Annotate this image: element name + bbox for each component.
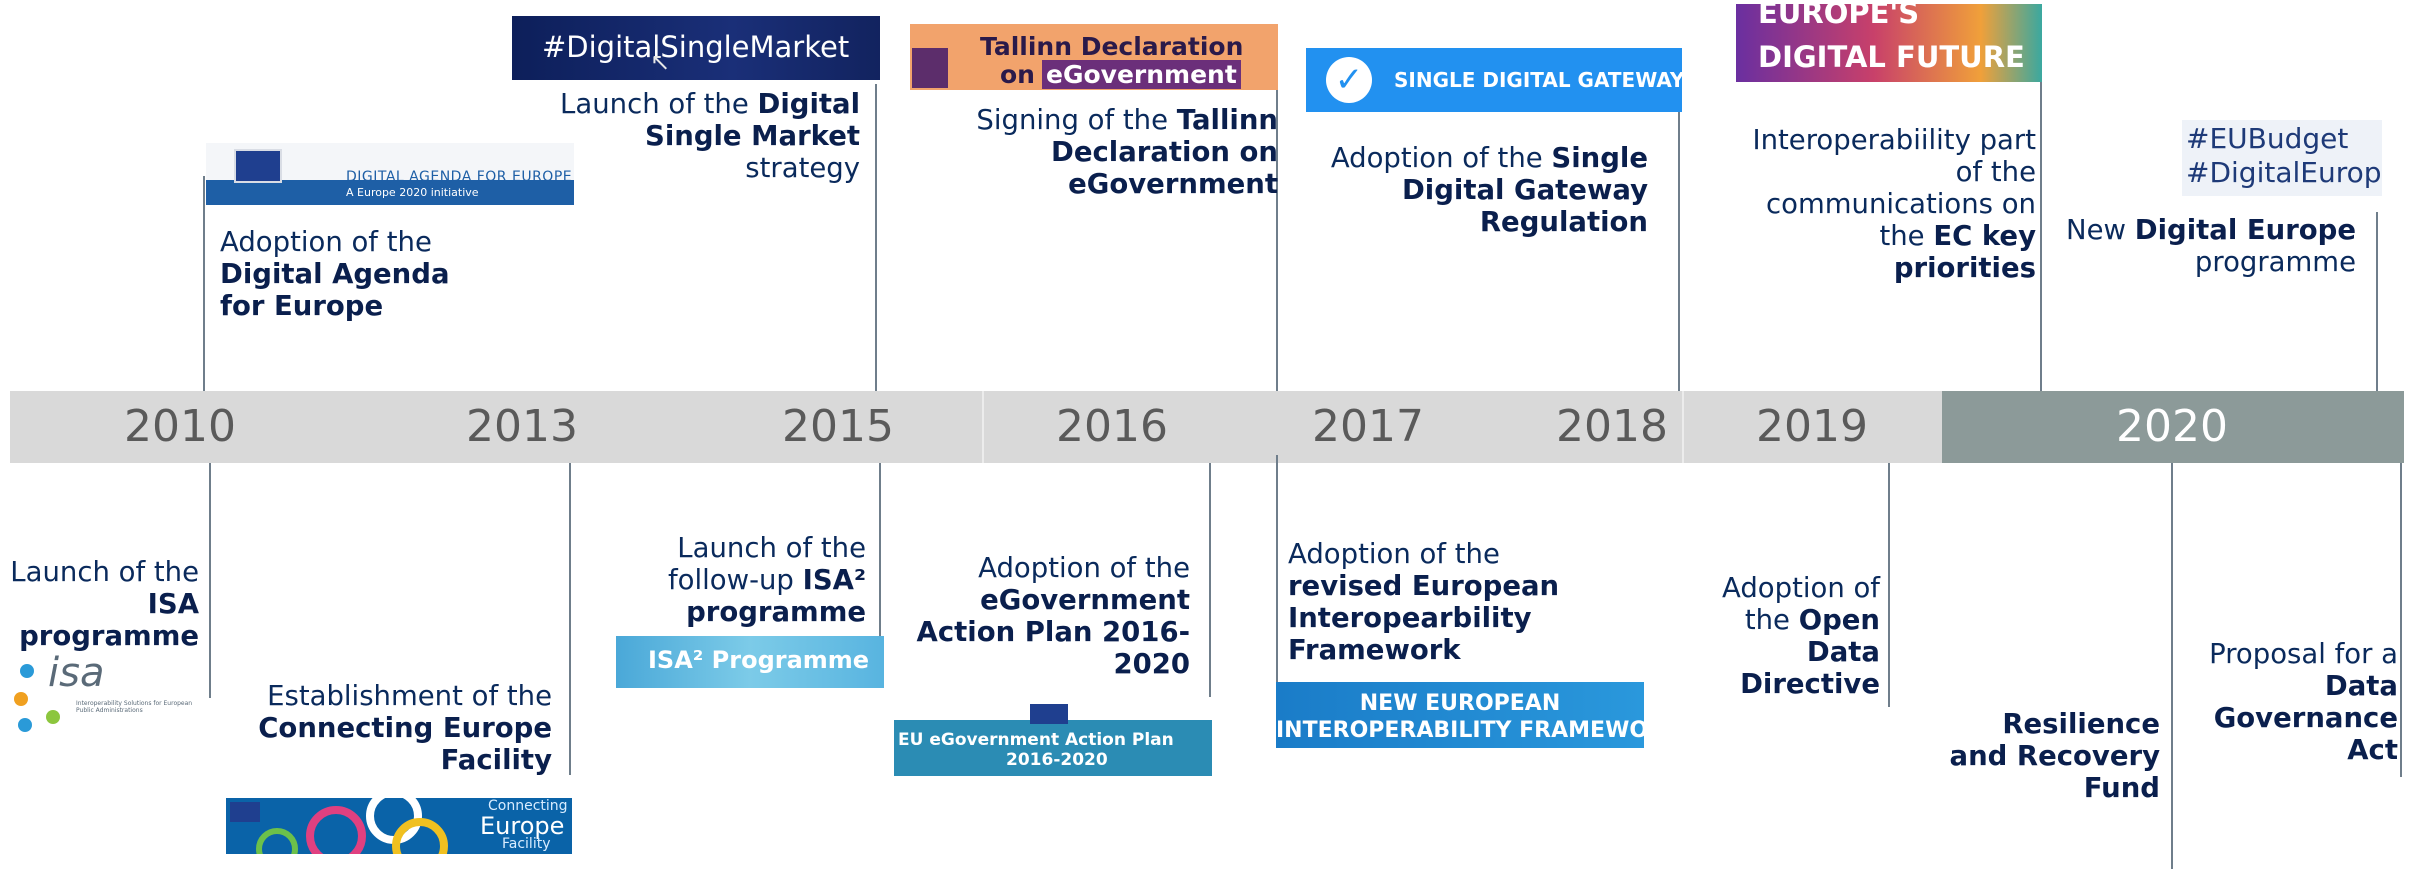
connector-line: [2171, 463, 2173, 869]
eubudget-hashtag: #EUBudget: [2186, 122, 2349, 155]
circle-decoration: [306, 806, 366, 854]
year-2017: 2017: [1312, 401, 1424, 452]
egovernment-action-plan-logo: EU eGovernment Action Plan 2016-2020: [894, 700, 1212, 776]
cef-title-line3: Facility: [502, 836, 551, 852]
eif-title-line1: NEW EUROPEAN: [1359, 691, 1561, 716]
tallinn-declaration-logo: Tallinn Declaration on eGovernment: [910, 24, 1278, 90]
year-2013: 2013: [466, 401, 578, 452]
eif-title-line2: INTEROPERABILITY FRAMEWORK: [1276, 718, 1644, 743]
network-dot-icon: [18, 718, 32, 732]
connector-line: [1209, 463, 1211, 697]
eu-flag-icon: [230, 802, 260, 822]
tallinn-title-line2a: on: [1000, 60, 1035, 89]
year-2018: 2018: [1556, 401, 1668, 452]
network-dot-icon: [14, 692, 28, 706]
isa2-programme-logo: ISA² Programme: [616, 636, 884, 688]
event-single-digital-gateway: Adoption of the Single Digital Gateway R…: [1330, 142, 1648, 238]
connector-line: [569, 463, 571, 775]
event-tallinn-declaration: Signing of the Tallinn Declaration on eG…: [976, 104, 1278, 200]
isa2-title: ISA² Programme: [648, 646, 870, 674]
connector-line: [1276, 455, 1278, 682]
edf-title-line1: EUROPE'S: [1758, 4, 1920, 30]
connector-line: [1888, 463, 1890, 707]
connector-line: [2400, 463, 2402, 777]
year-2016: 2016: [1056, 401, 1168, 452]
connector-line: [203, 176, 205, 391]
year-2015: 2015: [782, 401, 894, 452]
europes-digital-future-logo: EUROPE'S DIGITAL FUTURE: [1736, 4, 2042, 82]
connector-line: [1276, 88, 1278, 391]
connecting-europe-facility-logo: Connecting Europe Facility: [226, 798, 572, 854]
digital-agenda-title: DIGITAL AGENDA FOR EUROPE: [346, 169, 573, 185]
single-digital-gateway-logo: ✓ SINGLE DIGITAL GATEWAY: [1306, 48, 1682, 112]
digitaleurope-hashtag: #DigitalEurope: [2186, 156, 2382, 189]
dsm-hashtag: #DigitalSingleMarket: [542, 30, 850, 64]
network-dot-icon: [46, 710, 60, 724]
event-digital-agenda: Adoption of the Digital Agenda for Europ…: [220, 226, 450, 322]
event-eif-revised: Adoption of the revised European Interop…: [1288, 538, 1560, 666]
cef-title-line2: Europe: [480, 812, 565, 840]
event-open-data-directive: Adoption of the Open Data Directive: [1722, 572, 1880, 700]
eu-flag-icon: [234, 149, 282, 183]
year-2019: 2019: [1756, 401, 1868, 452]
network-dot-icon: [20, 664, 34, 678]
event-connecting-europe-facility: Establishment of the Connecting Europe F…: [258, 680, 552, 776]
cef-title-line1: Connecting: [488, 798, 568, 814]
event-recovery-fund: Resilience and Recovery Fund: [1949, 708, 2160, 804]
digital-single-market-logo: #DigitalSingleMarket ↖: [512, 16, 880, 80]
sdg-title: SINGLE DIGITAL GATEWAY: [1394, 68, 1682, 92]
band-divider: [1682, 391, 1684, 463]
tallinn-title-line2b: eGovernment: [1042, 60, 1241, 89]
event-digital-europe: New Digital Europe programme: [2066, 214, 2356, 278]
document-icon: [912, 48, 948, 88]
isa-logo: isa Interoperability Solutions for Europ…: [12, 654, 198, 734]
tallinn-title-line1: Tallinn Declaration: [980, 32, 1244, 61]
connector-line: [209, 463, 211, 698]
isa-wordmark: isa: [48, 654, 105, 696]
connector-line: [875, 84, 877, 391]
event-data-governance-act: Proposal for a Data Governance Act: [2209, 638, 2398, 766]
event-interoperability-priorities: Interoperabiility part of the communicat…: [1752, 124, 2036, 284]
edf-title-line2: DIGITAL FUTURE: [1758, 40, 2025, 74]
connector-line: [2040, 80, 2042, 391]
circle-decoration: [256, 828, 298, 854]
connector-line: [879, 463, 881, 637]
timeline-band-2020: [1942, 391, 2404, 463]
connector-line: [2376, 212, 2378, 391]
event-isa2-programme: Launch of the follow-up ISA² programme: [667, 532, 866, 628]
check-circle-icon: ✓: [1326, 57, 1372, 103]
event-isa-programme: Launch of the ISA programme: [10, 556, 199, 652]
egov-title-line1: EU eGovernment Action Plan: [898, 730, 1174, 750]
new-eif-logo: NEW EUROPEAN INTEROPERABILITY FRAMEWORK: [1276, 682, 1644, 748]
cursor-icon: ↖: [650, 48, 671, 76]
digital-agenda-subtitle: A Europe 2020 initiative: [346, 186, 479, 199]
band-divider: [982, 391, 984, 463]
eubudget-logo: #EUBudget #DigitalEurope: [2182, 120, 2382, 196]
circle-decoration: [392, 818, 448, 854]
egov-title-line2: 2016-2020: [1006, 750, 1108, 770]
year-2010: 2010: [124, 401, 236, 452]
event-egovernment-action-plan: Adoption of the eGovernment Action Plan …: [916, 552, 1190, 680]
connector-line: [1678, 112, 1680, 391]
isa-tagline: Interoperability Solutions for European …: [76, 700, 193, 714]
digital-agenda-logo: DIGITAL AGENDA FOR EUROPE A Europe 2020 …: [206, 143, 574, 205]
event-digital-single-market: Launch of the Digital Single Market stra…: [560, 88, 860, 184]
eu-flag-icon: [1030, 704, 1068, 724]
year-2020: 2020: [2116, 401, 2228, 452]
